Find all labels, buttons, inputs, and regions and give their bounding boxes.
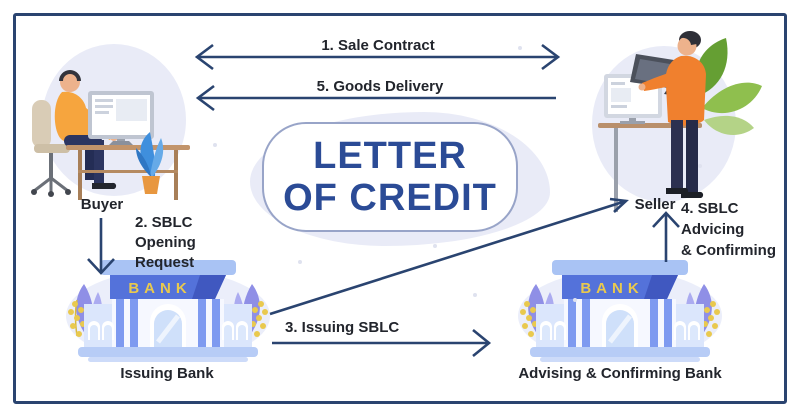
arrow-sale-contract: [194, 43, 561, 71]
arrow-goods-delivery: [195, 84, 556, 112]
sparkle-dots: [150, 46, 702, 302]
title-line-1: LETTER: [313, 135, 467, 177]
label-line: 4. SBLC: [681, 200, 739, 217]
buyer-illustration: [31, 44, 190, 200]
label-line: Opening: [135, 234, 196, 251]
title-line-2: OF CREDIT: [283, 177, 497, 219]
bank-sign-text: BANK: [128, 280, 191, 297]
bank-sign-text: BANK: [580, 280, 643, 297]
seller-illustration: [592, 31, 762, 212]
label-line: 2. SBLC: [135, 214, 193, 231]
arrow-issuing-sblc-horizontal: [272, 328, 492, 358]
bank-building-icon: BANK: [78, 260, 258, 362]
arrow-sblc-opening-request: [87, 218, 115, 275]
label-issuing-sblc: 3. Issuing SBLC: [285, 319, 400, 336]
bank-building-icon: BANK: [530, 260, 710, 362]
seller-person-icon: [638, 31, 706, 198]
issuing-bank-label: Issuing Bank: [120, 365, 214, 382]
outer-border: [13, 13, 787, 404]
advising-bank-illustration: BANK: [518, 260, 722, 362]
label-line: Advicing: [681, 221, 745, 238]
issuing-bank-illustration: BANK: [66, 260, 270, 362]
arrow-issuing-sblc-diagonal: [269, 197, 629, 316]
title-box: LETTER OF CREDIT: [262, 122, 518, 232]
monitor-icon: [88, 91, 154, 145]
office-chair-icon: [31, 100, 71, 197]
label-sblc-opening-request: 2. SBLC Opening Request: [135, 213, 196, 273]
label-sblc-advising-confirming: 4. SBLC Advicing & Confirming: [681, 198, 776, 261]
arrow-sblc-advising-confirming: [652, 211, 680, 262]
advising-bank-label: Advising & Confirming Bank: [518, 365, 722, 382]
label-line: Request: [135, 254, 195, 271]
label-goods-delivery: 5. Goods Delivery: [316, 78, 444, 95]
label-sale-contract: 1. Sale Contract: [321, 37, 435, 54]
buyer-label: Buyer: [80, 196, 124, 213]
plant-icon: [136, 132, 164, 194]
monitor-icon: [604, 74, 662, 124]
label-line: & Confirming: [681, 242, 776, 259]
seller-label: Seller: [634, 196, 676, 213]
